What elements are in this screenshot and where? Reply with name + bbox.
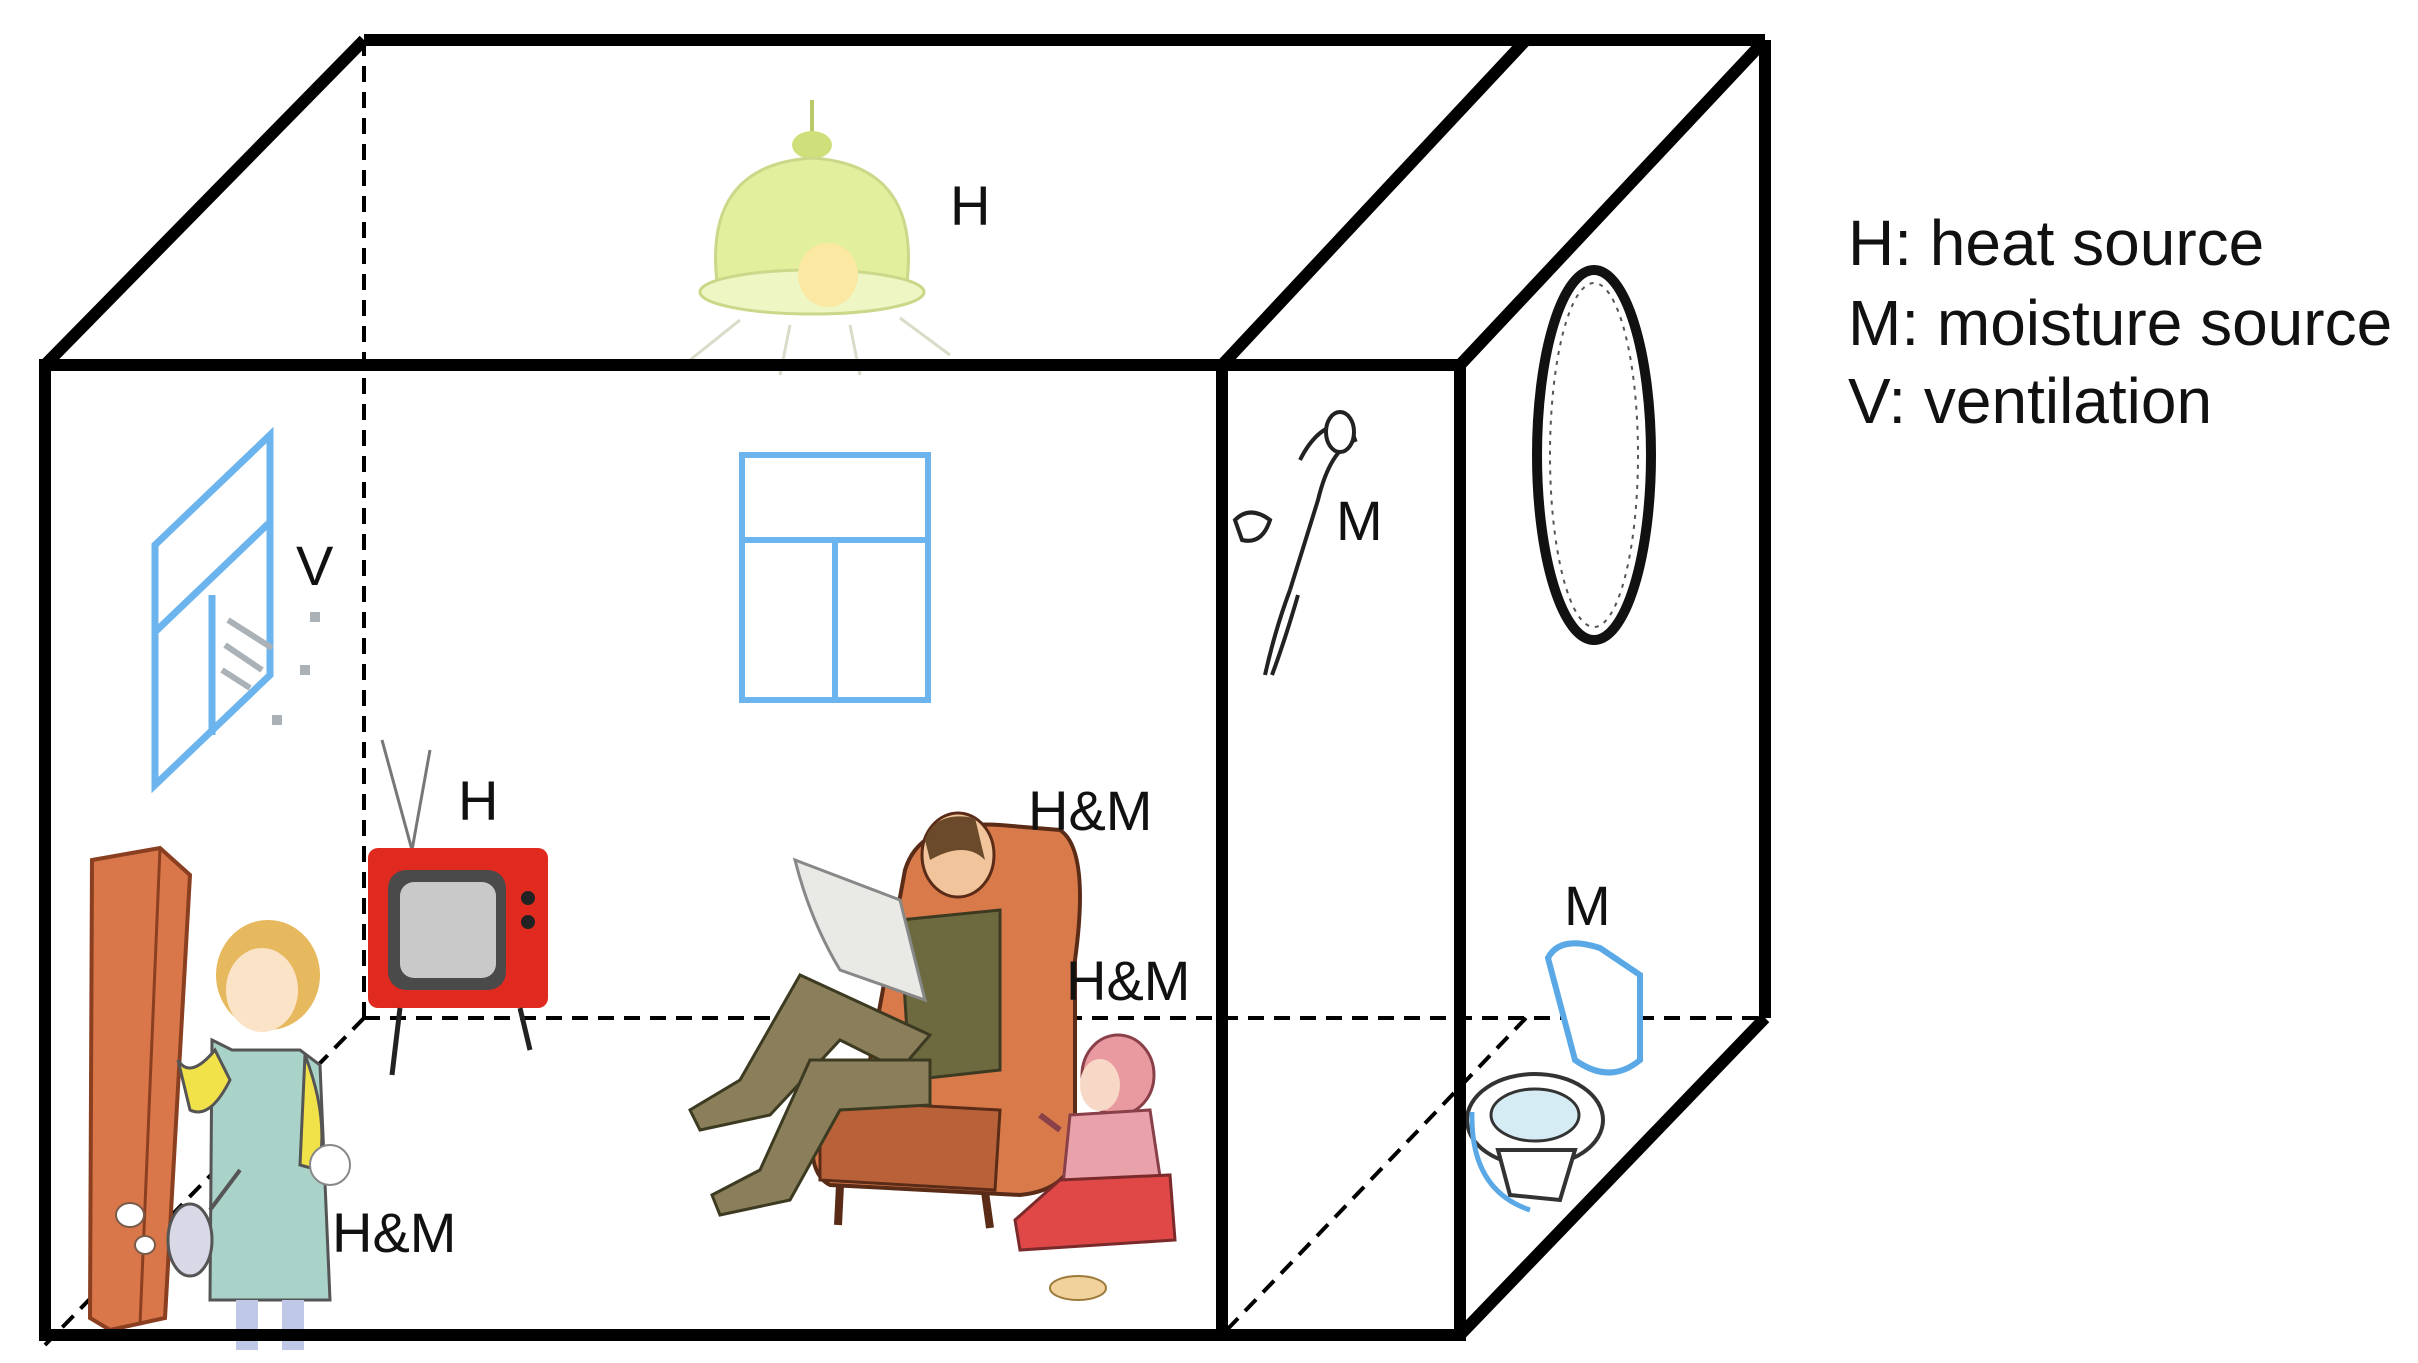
toilet-label: M xyxy=(1564,874,1611,937)
wardrobe-icon xyxy=(87,845,193,1333)
lamp-label: H xyxy=(950,174,990,237)
legend: H: heat source M: moisture source V: ven… xyxy=(1848,207,2392,437)
window-icon xyxy=(739,452,931,703)
baby-icon xyxy=(1013,1033,1177,1301)
man-label: H&M xyxy=(1028,779,1152,842)
woman-label: H&M xyxy=(332,1201,456,1264)
window-icon xyxy=(151,426,320,794)
window-label: V xyxy=(296,534,334,597)
legend-item-moisture: M: moisture source xyxy=(1848,287,2392,359)
shower-label: M xyxy=(1336,489,1383,552)
man-in-armchair-icon xyxy=(688,811,1082,1229)
shower-head-icon xyxy=(1232,410,1358,676)
house-outline xyxy=(39,34,1771,1341)
toilet-icon xyxy=(1465,940,1643,1213)
television-icon xyxy=(368,739,548,1076)
tv-label: H xyxy=(458,769,498,832)
baby-label: H&M xyxy=(1066,949,1190,1012)
ceiling-lamp-icon xyxy=(689,100,951,376)
legend-item-ventilation: V: ventilation xyxy=(1848,365,2212,437)
legend-item-heat: H: heat source xyxy=(1848,207,2264,279)
mirror-icon xyxy=(1532,265,1656,645)
woman-cleaning-icon xyxy=(166,920,351,1350)
